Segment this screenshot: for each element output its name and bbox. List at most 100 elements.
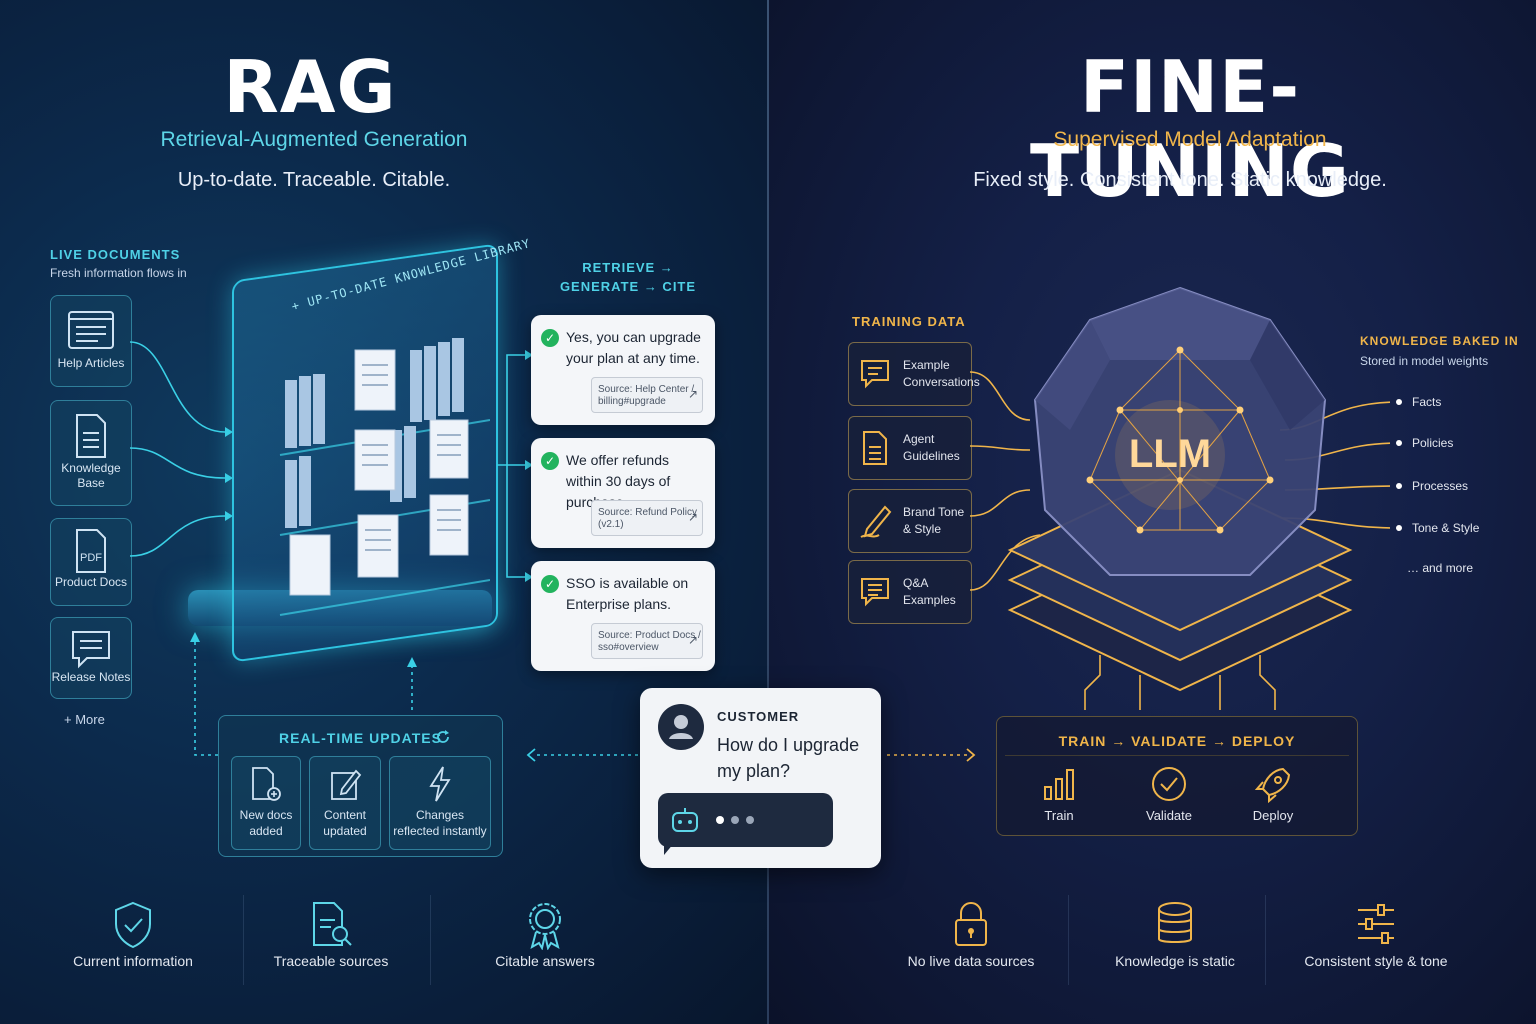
library-contents <box>279 338 490 616</box>
sliders-icon <box>1358 904 1394 944</box>
drawback-knowledge-static: Knowledge is static <box>1104 900 1246 969</box>
customer-chat-card: CUSTOMER How do I upgrade my plan? <box>640 688 881 868</box>
knowledge-item-policies: Policies <box>1412 436 1454 450</box>
source-citation[interactable]: Source: Refund Policy (v2.1) ↗ <box>591 500 703 536</box>
avatar <box>658 704 704 750</box>
check-circle-icon <box>1152 767 1186 801</box>
doc-card-release-notes: Release Notes <box>50 617 132 699</box>
bot-icon <box>672 808 698 832</box>
update-content-updated: Content updated <box>309 756 381 850</box>
separator <box>1265 895 1266 985</box>
rag-subtitle: Retrieval-Augmented Generation <box>160 128 468 151</box>
new-doc-icon <box>252 767 281 801</box>
pipeline-step-label: Deploy <box>1252 808 1294 823</box>
user-icon <box>669 715 693 739</box>
lock-icon <box>955 902 987 946</box>
edit-icon <box>331 769 362 800</box>
check-icon: ✓ <box>541 575 559 593</box>
real-time-updates-label: REAL-TIME UPDATES <box>279 730 442 746</box>
separator <box>1068 895 1069 985</box>
train-validate-deploy-panel: TRAIN → VALIDATE → DEPLOY Train Validate… <box>996 716 1358 836</box>
benefit-traceable-sources: Traceable sources <box>260 900 402 969</box>
update-changes-reflected: Changes reflected instantly <box>389 756 491 850</box>
answer-card-upgrade: ✓ Yes, you can upgrade your plan at any … <box>531 315 715 425</box>
knowledge-baked-label: KNOWLEDGE BAKED IN <box>1360 334 1519 348</box>
more-docs-link[interactable]: + More <box>64 712 105 727</box>
update-label: New docs added <box>239 808 293 838</box>
lightning-icon <box>429 766 451 802</box>
check-icon: ✓ <box>541 329 559 347</box>
knowledge-item-facts: Facts <box>1412 395 1442 409</box>
knowledge-item-more: … and more <box>1407 561 1474 575</box>
training-card-qa-examples: Q&A Examples <box>848 560 972 624</box>
rag-title: RAG <box>223 45 397 129</box>
bubble-tail <box>664 843 674 855</box>
update-label: Changes reflected instantly <box>393 808 487 838</box>
training-card-guidelines: Agent Guidelines <box>848 416 972 480</box>
source-citation[interactable]: Source: Help Center / billing#upgrade ↗ <box>591 377 703 413</box>
chat-list-icon <box>861 578 889 607</box>
external-link-icon: ↗ <box>687 387 698 401</box>
pipeline-divider <box>1005 755 1349 756</box>
document-search-icon <box>313 902 352 946</box>
shield-check-icon <box>115 901 151 949</box>
updates-to-library-arrows <box>190 632 417 756</box>
live-documents-note: Fresh information flows in <box>50 266 187 280</box>
pen-icon <box>860 505 892 538</box>
real-time-updates-panel: REAL-TIME UPDATES New docs added Content… <box>218 715 503 857</box>
training-label: Brand Tone & Style <box>903 505 965 536</box>
drawback-label: Consistent style & tone <box>1304 953 1448 969</box>
training-card-brand-tone: Brand Tone & Style <box>848 489 972 553</box>
source-text: Source: Refund Policy (v2.1) <box>598 507 697 530</box>
drawback-no-live-data: No live data sources <box>900 900 1042 969</box>
training-label: Agent Guidelines <box>903 432 960 463</box>
check-icon: ✓ <box>541 452 559 470</box>
doc-card-knowledge-base: Knowledge Base <box>50 400 132 506</box>
pipeline-validate: Validate <box>1135 765 1203 823</box>
llm-model-illustration <box>970 286 1390 710</box>
customer-label: CUSTOMER <box>717 709 800 724</box>
pdf-icon: PDF <box>76 529 106 573</box>
separator <box>243 895 244 985</box>
finetune-tagline: Fixed style. Consistent tone. Static kno… <box>973 169 1387 191</box>
benefit-label: Traceable sources <box>273 953 389 969</box>
award-badge-icon <box>529 903 561 951</box>
refresh-icon <box>437 730 449 743</box>
browser-article-icon <box>68 311 114 349</box>
external-link-icon: ↗ <box>687 510 698 524</box>
rocket-icon <box>1254 767 1291 804</box>
benefit-citable-answers: Citable answers <box>478 900 612 969</box>
retrieve-generate-cite-label: RETRIEVE → GENERATE → CITE <box>559 260 697 294</box>
document-icon <box>863 431 887 465</box>
finetune-subtitle: Supervised Model Adaptation <box>1053 128 1327 151</box>
doc-card-help-articles: Help Articles <box>50 295 132 387</box>
customer-to-finetune-arrow <box>887 748 976 762</box>
panel-divider <box>767 0 769 1024</box>
typing-bubble <box>658 793 833 855</box>
customer-question: How do I upgrade my plan? <box>717 735 860 781</box>
answer-text: SSO is available on Enterprise plans. <box>566 575 689 612</box>
knowledge-dot <box>1396 399 1402 405</box>
doc-card-label: Product Docs <box>54 575 128 589</box>
training-label: Example Conversations <box>903 358 980 389</box>
doc-card-label: Release Notes <box>51 670 131 684</box>
answer-card-refunds: ✓ We offer refunds within 30 days of pur… <box>531 438 715 548</box>
library-to-answers-arrows <box>497 350 533 582</box>
training-label: Q&A Examples <box>903 576 956 607</box>
database-icon <box>1158 902 1192 943</box>
source-citation[interactable]: Source: Product Docs / sso#overview ↗ <box>591 623 703 659</box>
drawback-label: No live data sources <box>907 953 1035 969</box>
benefit-label: Citable answers <box>495 953 595 969</box>
doc-card-product-docs: PDF Product Docs <box>50 518 132 606</box>
doc-card-label: Knowledge Base <box>61 461 121 490</box>
external-link-icon: ↗ <box>687 633 698 647</box>
finetune-title: FINE-TUNING <box>1030 45 1350 213</box>
docs-to-library-arrows <box>130 341 233 557</box>
pipeline-step-label: Validate <box>1145 808 1192 823</box>
source-text: Source: Product Docs / sso#overview <box>598 630 701 653</box>
live-documents-label: LIVE DOCUMENTS <box>50 247 181 262</box>
answer-text: We offer refunds within 30 days of purch… <box>566 452 671 510</box>
svg-text:PDF: PDF <box>80 552 102 564</box>
pipeline-label: TRAIN → VALIDATE → DEPLOY <box>1058 733 1296 749</box>
pipeline-train: Train <box>1025 765 1093 823</box>
